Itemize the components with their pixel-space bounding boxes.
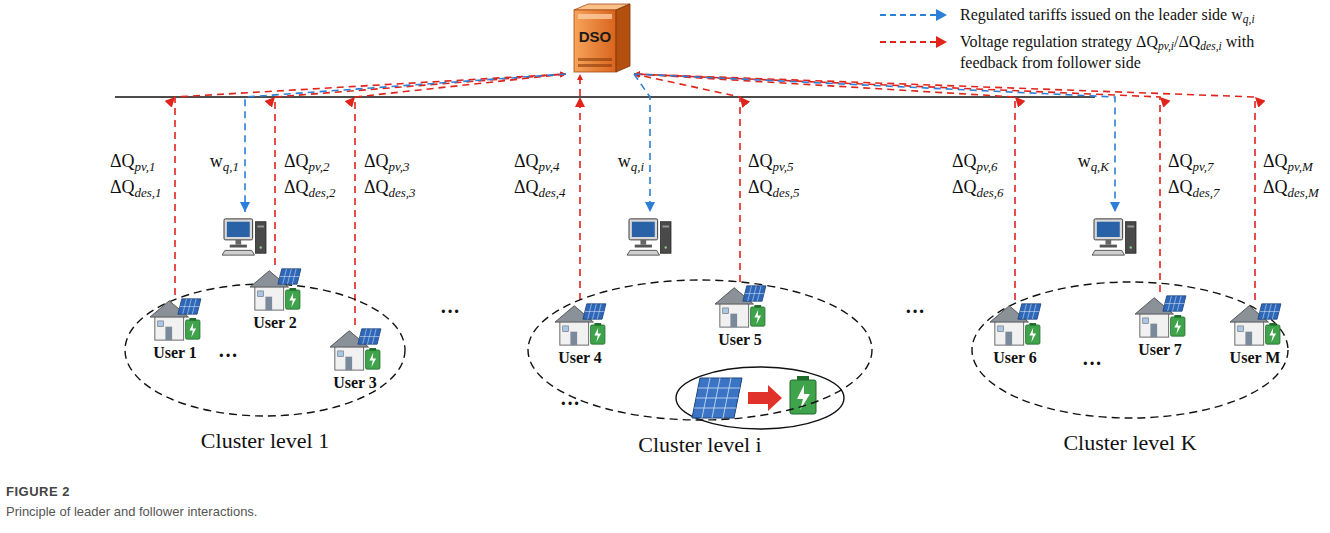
reactive-power-label: ΔQdes,5	[748, 176, 800, 198]
house-icon-box	[1220, 300, 1290, 348]
reactive-power-label: ΔQpv,4	[514, 150, 560, 172]
ellipsis-mark: ···	[440, 300, 460, 322]
house-pv-storage-icon	[711, 282, 769, 330]
pv-panel	[692, 378, 742, 418]
user-node: User 3	[320, 325, 390, 393]
user-label: User 1	[140, 343, 210, 363]
dashed-connector	[275, 74, 566, 265]
reactive-power-label: ΔQpv,2	[284, 150, 330, 172]
ellipsis-mark: ···	[905, 300, 925, 322]
user-node: User M	[1220, 300, 1290, 368]
legend-text: Voltage regulation strategy ΔQpv,i/ΔQdes…	[960, 31, 1285, 73]
reactive-power-label: ΔQpv,M	[1263, 150, 1313, 172]
house-icon-box	[320, 325, 390, 373]
cluster-node: Cluster level K User 6 User 7 User M	[965, 212, 1295, 472]
cluster-outline	[528, 280, 872, 420]
house-pv-storage-icon	[1131, 292, 1189, 340]
dashed-connector	[634, 74, 1115, 212]
cluster-caption: Cluster level 1	[201, 428, 329, 454]
user-node: User 7	[1125, 292, 1195, 360]
user-node: User 4	[545, 300, 615, 368]
tariff-label: wq,i	[618, 150, 644, 172]
house-pv-storage-icon	[986, 300, 1044, 348]
legend-sample-head	[936, 36, 947, 48]
reactive-power-label: ΔQdes,M	[1263, 176, 1319, 198]
user-node: User 5	[705, 282, 775, 350]
aggregator-computer-icon	[222, 216, 268, 258]
battery-terminal	[797, 376, 809, 380]
house-pv-storage-icon	[1226, 300, 1284, 348]
house-pv-storage-icon	[146, 295, 204, 343]
dashed-connector	[579, 74, 581, 300]
user-label: User 4	[545, 348, 615, 368]
ellipsis-mark: ···	[1082, 352, 1102, 374]
legend-row: Regulated tariffs issued on the leader s…	[878, 4, 1285, 25]
reactive-power-label: ΔQpv,7	[1168, 150, 1214, 172]
reactive-power-label: ΔQdes,7	[1168, 176, 1220, 198]
dashed-connector	[634, 74, 1160, 292]
reactive-power-label: ΔQdes,2	[284, 176, 336, 198]
user-label: User 5	[705, 330, 775, 350]
reactive-power-label: ΔQdes,4	[514, 176, 566, 198]
user-label: User 6	[980, 348, 1050, 368]
server-node: DSO	[560, 2, 640, 74]
server-label: DSO	[574, 28, 616, 45]
reactive-power-label: ΔQdes,3	[364, 176, 416, 198]
aggregator-computer-icon	[1092, 216, 1138, 258]
ellipsis-mark: ···	[560, 392, 580, 414]
tariff-label: wq,1	[210, 150, 239, 172]
house-pv-storage-icon	[246, 265, 304, 313]
user-label: User 7	[1125, 340, 1195, 360]
reactive-power-label: ΔQpv,1	[110, 150, 156, 172]
house-icon-box	[705, 282, 775, 330]
legend-text: Regulated tariffs issued on the leader s…	[960, 4, 1285, 25]
aggregator-computer-icon	[627, 216, 673, 258]
house-icon-box	[140, 295, 210, 343]
legend-sample-line	[880, 41, 938, 43]
house-icon-box	[1125, 292, 1195, 340]
ellipsis-mark: ···	[218, 344, 238, 366]
dashed-connector	[245, 74, 566, 212]
legend: Regulated tariffs issued on the leader s…	[878, 4, 1285, 79]
legend-sample-line	[880, 14, 938, 16]
dashed-connector	[634, 74, 1015, 300]
cluster-caption: Cluster level K	[1063, 430, 1196, 456]
figure-caption: Principle of leader and follower interac…	[6, 504, 257, 519]
reactive-power-label: ΔQpv,5	[748, 150, 794, 172]
user-node: User 6	[980, 300, 1050, 368]
cluster-caption: Cluster level i	[638, 432, 761, 458]
legend-sample-head	[936, 9, 947, 21]
reactive-power-label: ΔQdes,1	[110, 176, 162, 198]
legend-sample-arrow	[878, 8, 948, 22]
energy-arrow	[748, 385, 782, 411]
user-label: User 3	[320, 373, 390, 393]
house-icon-box	[240, 265, 310, 313]
cluster-node: Cluster level 1 User 1 User 2 User 3	[120, 212, 410, 472]
reactive-power-label: ΔQpv,6	[952, 150, 998, 172]
dashed-connector	[634, 74, 650, 212]
reactive-power-label: ΔQdes,6	[952, 176, 1004, 198]
user-label: User M	[1220, 348, 1290, 368]
user-label: User 2	[240, 313, 310, 333]
house-icon-box	[980, 300, 1050, 348]
figure-number: FIGURE 2	[6, 484, 70, 499]
reactive-power-label: ΔQpv,3	[364, 150, 410, 172]
user-node: User 2	[240, 265, 310, 333]
pv-panel-grid	[694, 378, 740, 418]
dashed-connector	[175, 74, 566, 295]
legend-sample-arrow	[878, 35, 948, 49]
house-pv-storage-icon	[326, 325, 384, 373]
dashed-connector	[634, 74, 1255, 300]
cluster-node: Cluster level i User 4 User 5	[515, 212, 885, 472]
battery-icon	[790, 380, 816, 414]
house-pv-storage-icon	[551, 300, 609, 348]
legend-row: Voltage regulation strategy ΔQpv,i/ΔQdes…	[878, 31, 1285, 73]
dashed-connector	[355, 74, 566, 325]
tariff-label: wq,K	[1078, 150, 1109, 172]
user-node: User 1	[140, 295, 210, 363]
house-icon-box	[545, 300, 615, 348]
